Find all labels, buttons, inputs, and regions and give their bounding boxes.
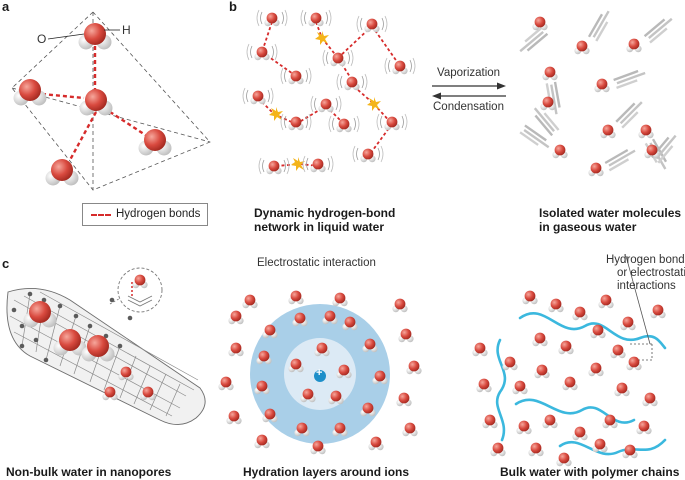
polymer-annotation-line1: Hydrogen bonds xyxy=(606,254,685,266)
water-molecule-left-icon xyxy=(13,79,47,106)
polymer-caption: Bulk water with polymer chains xyxy=(500,465,680,479)
electrostatic-title: Electrostatic interaction xyxy=(257,257,376,269)
panel-c-hydration xyxy=(218,290,422,455)
zoom-inset xyxy=(117,267,163,313)
panel-label-a: a xyxy=(2,0,10,14)
panel-b-liquid-network xyxy=(242,9,416,175)
hydration-caption: Hydration layers around ions xyxy=(243,465,410,479)
condensation-label: Condensation xyxy=(433,101,504,113)
zoom-inset-lattice xyxy=(127,295,153,307)
panel-c-polymer xyxy=(472,255,667,467)
gas-caption-line1: Isolated water molecules xyxy=(539,206,682,220)
polymer-annotation-line3: interactions xyxy=(617,280,676,292)
liquid-caption-line2: network in liquid water xyxy=(254,220,385,234)
gas-caption-line2: in gaseous water xyxy=(539,220,637,234)
panel-a-tetrahedral-structure xyxy=(11,11,211,191)
ion-charge-label: + xyxy=(316,367,323,379)
polymer-annotation-pointer xyxy=(625,255,653,361)
hydrogen-bond-legend-swatch xyxy=(91,214,111,216)
panel-b-gas-molecules xyxy=(516,8,680,177)
oxygen-pointer-line xyxy=(47,33,85,40)
phase-transition-arrows xyxy=(432,82,506,100)
legend-label: Hydrogen bonds xyxy=(116,208,201,220)
vaporization-label: Vaporization xyxy=(437,67,501,79)
legend: Hydrogen bonds xyxy=(82,203,208,226)
water-molecule-center-icon xyxy=(79,89,113,116)
hydrogen-bond-lines xyxy=(41,46,151,161)
liquid-caption-line1: Dynamic hydrogen-bond xyxy=(254,206,396,220)
hydrogen-label: H xyxy=(122,23,131,37)
polymer-annotation-line2: or electrostatic xyxy=(617,267,685,279)
water-molecule-top-icon xyxy=(78,23,112,50)
polymer-chains xyxy=(495,311,667,456)
oxygen-label: O xyxy=(37,32,47,46)
nanopore-caption: Non-bulk water in nanopores xyxy=(6,465,172,479)
panel-label-b: b xyxy=(229,0,237,14)
liquid-hbond-lines xyxy=(257,21,401,167)
panel-c-nanotube xyxy=(6,267,206,425)
ion-icon xyxy=(314,370,326,382)
panel-label-c: c xyxy=(2,256,10,271)
water-molecule-right-icon xyxy=(138,129,172,156)
water-molecule-bottom-icon xyxy=(45,159,79,186)
